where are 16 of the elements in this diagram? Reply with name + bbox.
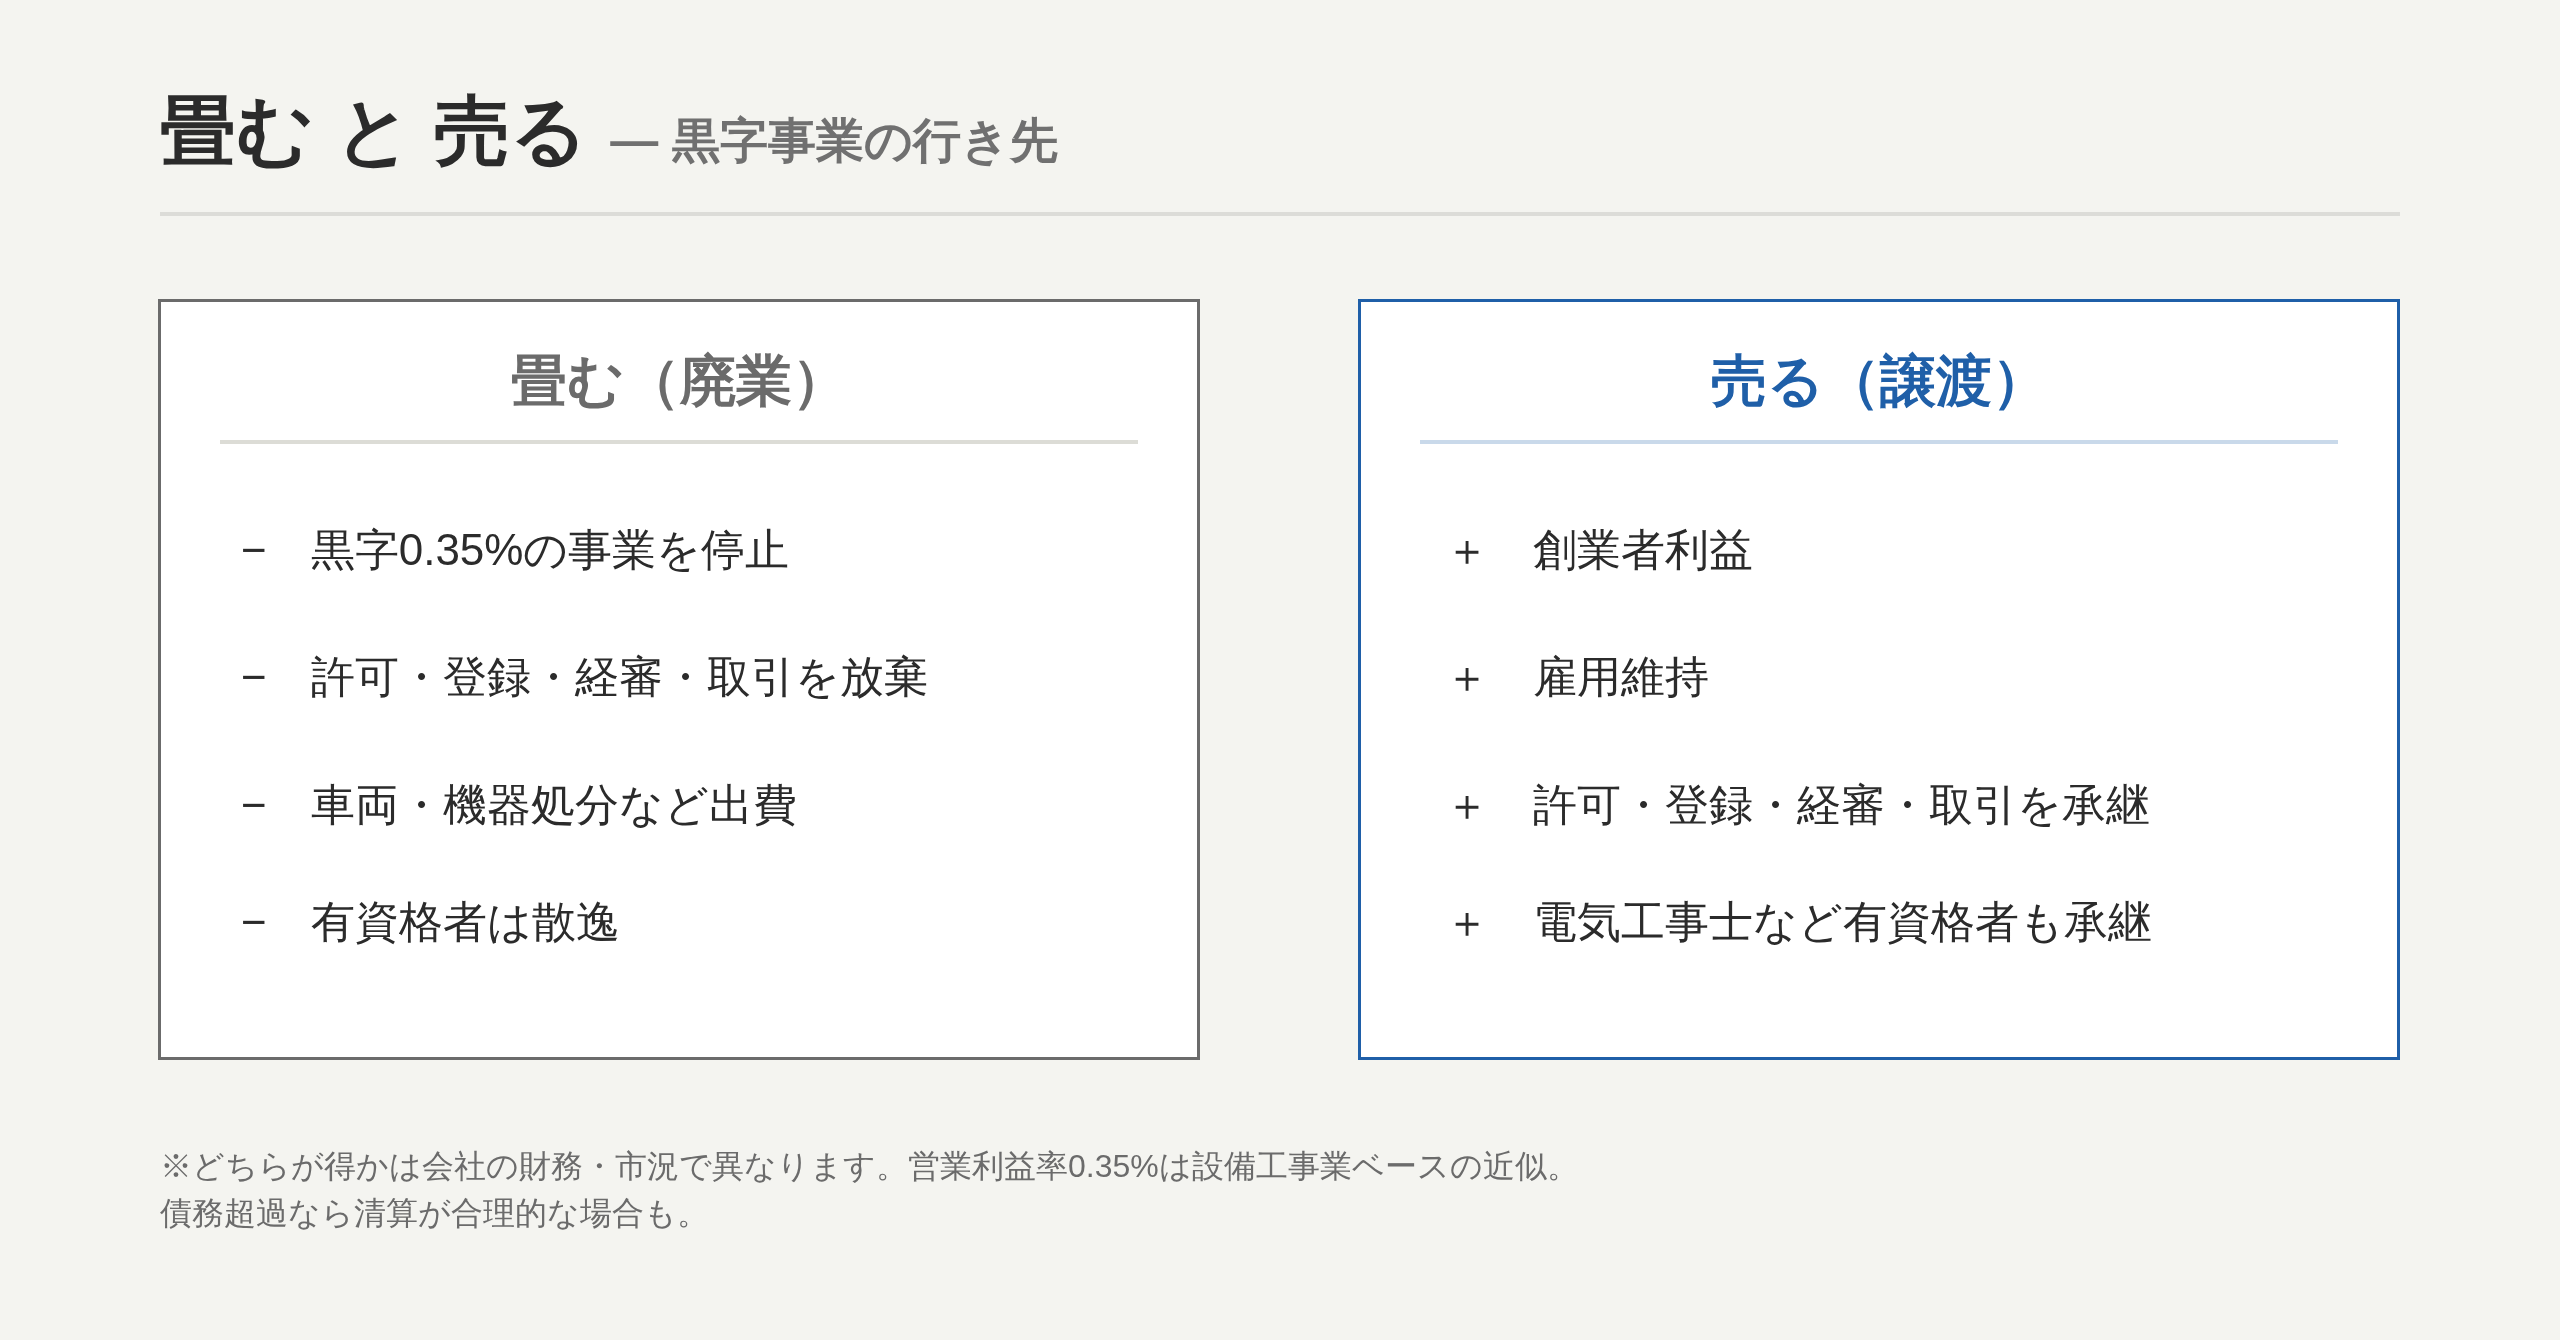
footnote: ※どちらが得かは会社の財務・市況で異なります。営業利益率0.35%は設備工事業ベースの近似。 <box>160 1147 1579 1186</box>
card-heading: 売る（譲渡） <box>1709 348 2049 414</box>
list-item: ＋ 許可・登録・経審・取引を承継 <box>1445 779 2150 831</box>
list-item: ＋ 雇用維持 <box>1445 651 1709 703</box>
list-item: − 有資格者は散逸 <box>241 896 620 948</box>
comparison-card <box>1358 299 2400 1060</box>
list-item: ＋ 創業者利益 <box>1445 524 1753 576</box>
subtitle: — 黒字事業の行き先 <box>610 113 1058 169</box>
comparison-card <box>158 299 1200 1060</box>
card-heading: 畳む（廃業） <box>509 348 849 414</box>
list-item: − 車両・機器処分など出費 <box>241 779 797 831</box>
footnote: 債務超過なら清算が合理的な場合も。 <box>160 1194 709 1233</box>
list-item: − 黒字0.35%の事業を停止 <box>241 524 790 576</box>
list-item: − 許可・登録・経審・取引を放棄 <box>241 651 928 703</box>
list-item: ＋ 電気工事士など有資格者も承継 <box>1445 896 2152 948</box>
title: 畳む と 売る <box>160 87 589 175</box>
